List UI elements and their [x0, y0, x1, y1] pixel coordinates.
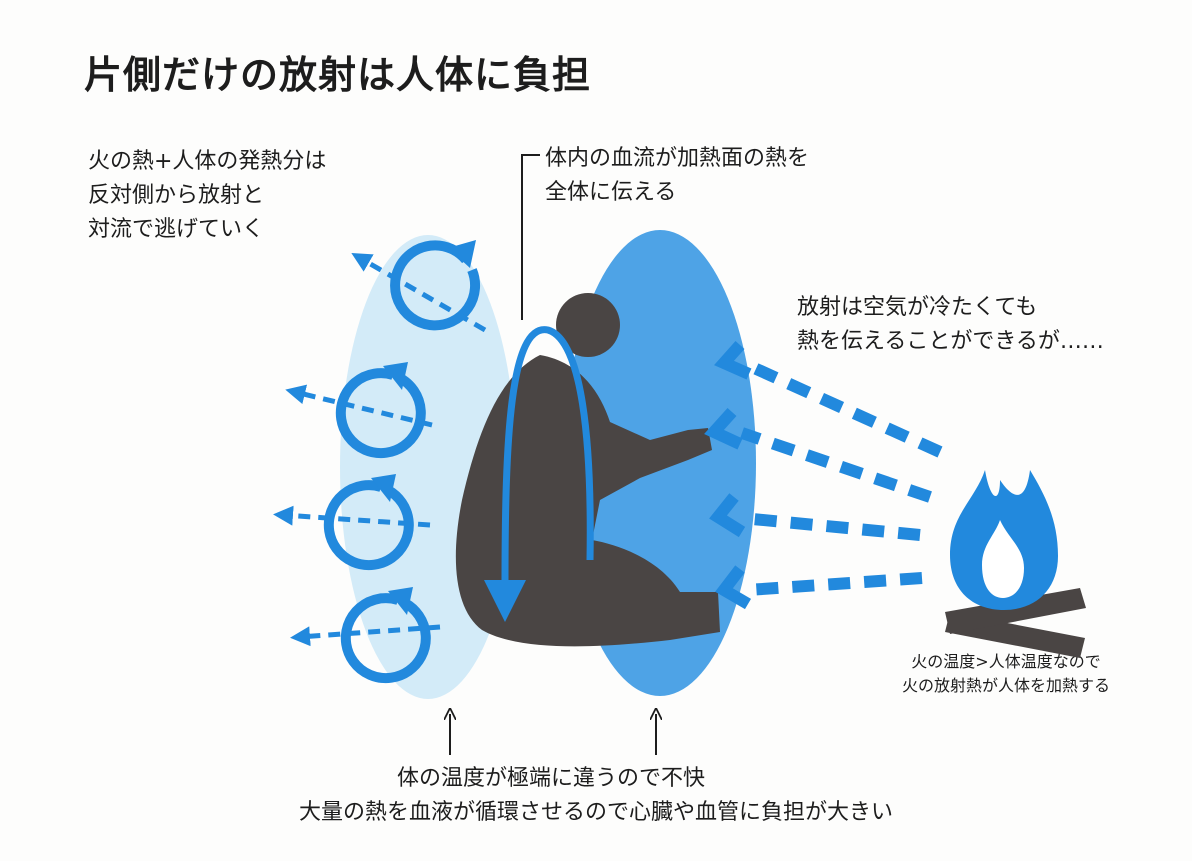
radiation-note-line-2: 熱を伝えることができるが…… — [797, 329, 1104, 354]
circular-arrow-icon — [335, 368, 426, 459]
blood-circulation-arrow — [501, 326, 594, 586]
blood-flow-note-line-2: 全体に伝える — [545, 180, 677, 205]
circular-arrow-icon — [340, 593, 431, 684]
radiation-arrowheads — [704, 341, 752, 610]
fire-note-line-1: 火の温度>人体温度なので — [911, 652, 1101, 671]
convection-cycles — [323, 240, 481, 684]
circular-arrow-icon — [323, 480, 414, 571]
radiation-note-line-1: 放射は空気が冷たくても — [797, 295, 1038, 320]
radiation-ray-2 — [740, 427, 932, 503]
cycle-arrow-head-2 — [383, 362, 408, 390]
cycle-arrow-head-1 — [448, 240, 476, 268]
circular-arrow-icon — [390, 240, 481, 331]
cycle-arrow-head-3 — [371, 474, 396, 502]
bottom-note-line-1: 体の温度が極端に違うので不快 — [396, 766, 705, 791]
cycle-arrow-head-4 — [388, 587, 413, 615]
escape-arrow-4 — [290, 624, 441, 647]
radiation-arrowhead-1 — [714, 341, 752, 380]
fire-note-line-2: 火の放射熱が人体を加熱する — [901, 676, 1110, 695]
blood-arrow-head — [484, 580, 526, 622]
page-title: 片側だけの放射は人体に負担 — [84, 53, 592, 97]
radiation-note: 放射は空気が冷たくても 熱を伝えることができるが…… — [797, 291, 1104, 359]
escape-arrow-2 — [285, 384, 433, 428]
convection-note-line-1: 火の熱+人体の発熱分は — [88, 149, 327, 174]
escape-arrow-3 — [273, 505, 431, 528]
radiation-ray-4 — [747, 572, 923, 596]
blood-flow-note-line-1: 体内の血流が加熱面の熱を — [545, 146, 810, 171]
fire-note: 火の温度>人体温度なので 火の放射熱が人体を加熱する — [886, 650, 1126, 698]
escape-arrow-1 — [351, 253, 487, 333]
blood-flow-callout-line — [521, 154, 540, 320]
radiation-arrowhead-4 — [715, 565, 752, 610]
convection-note-line-2: 反対側から放射と — [88, 183, 265, 208]
radiation-ray-1 — [749, 361, 943, 458]
radiation-arrowhead-3 — [709, 493, 746, 538]
blood-flow-note: 体内の血流が加熱面の熱を 全体に伝える — [545, 142, 809, 210]
convection-note-line-3: 対流で逃げていく — [88, 217, 265, 242]
campfire-icon — [945, 470, 1086, 658]
radiation-arrowhead-2 — [704, 407, 743, 450]
radiation-ray-3 — [741, 512, 921, 541]
bottom-note: 体の温度が極端に違うので不快 大量の熱を血液が循環させるので心臓や血管に負担が大… — [0, 762, 1192, 830]
convection-cycle-heads — [371, 240, 476, 615]
convection-note: 火の熱+人体の発熱分は 反対側から放射と 対流で逃げていく — [88, 145, 326, 247]
bottom-note-line-2: 大量の熱を血液が循環させるので心臓や血管に負担が大きい — [298, 800, 893, 825]
radiation-rays — [740, 361, 943, 596]
escaping-heat-arrows — [273, 253, 487, 647]
